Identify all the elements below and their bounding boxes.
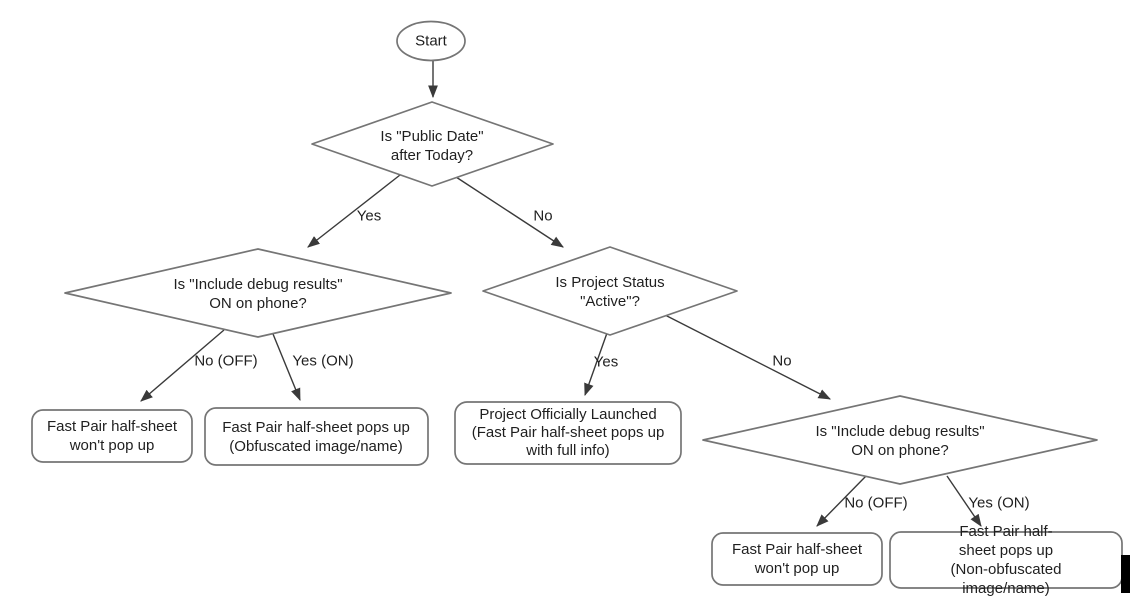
arrow-debug-right-yes-on — [946, 475, 982, 527]
start-node-shape — [396, 20, 466, 62]
arrow-public-date-yes — [307, 174, 401, 248]
result-obfuscated-shape — [204, 407, 429, 466]
result-non-obfuscated-shape — [889, 531, 1123, 589]
result-launched-shape — [454, 401, 682, 465]
decision-debug-left-shape — [64, 248, 452, 338]
decision-debug-right-shape — [702, 395, 1098, 485]
result-no-popup-left-shape — [31, 409, 193, 463]
arrow-debug-right-no-off — [816, 475, 867, 527]
arrow-debug-left-yes-on — [272, 333, 301, 402]
decision-public-date-shape — [311, 101, 554, 187]
cursor-artifact-bar — [1121, 555, 1130, 593]
result-no-popup-right-shape — [711, 532, 883, 586]
arrow-public-date-no — [455, 176, 564, 248]
arrow-project-status-yes — [584, 332, 608, 397]
arrow-project-status-no — [664, 314, 831, 400]
decision-project-status-shape — [482, 246, 738, 336]
arrow-debug-left-no-off — [140, 329, 225, 402]
